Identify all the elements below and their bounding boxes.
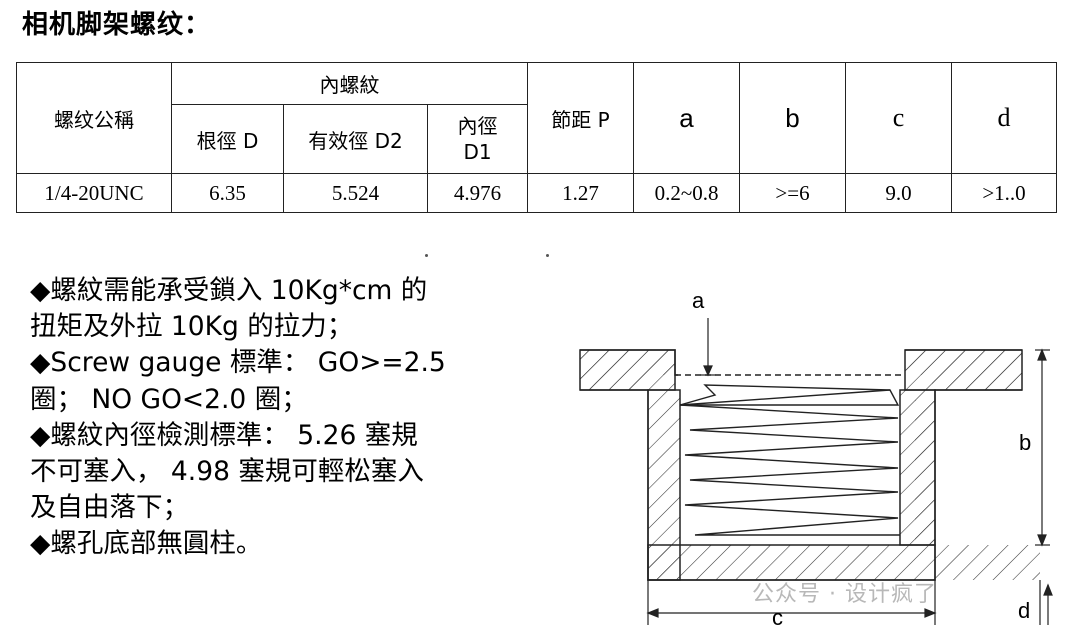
note-line: ◆Screw gauge 標準： GO>=2.5 [30,347,446,379]
header-inner-dia-line1: 內徑 [457,114,498,138]
cell-inner-dia: 4.976 [426,173,529,213]
section-body [579,349,1040,581]
header-a: a [633,62,741,174]
note-line: 不可塞入， 4.98 塞規可輕松塞入 [30,456,424,488]
header-pitch: 節距 P [527,62,635,174]
note-line: ◆螺紋內徑檢測標準： 5.26 塞規 [30,419,418,451]
cell-thread-name: 1/4-20UNC [16,173,172,213]
header-thread-name: 螺纹公稱 [16,62,172,174]
note-line: ◆螺紋需能承受鎖入 10Kg*cm 的 [30,275,428,306]
thread-profile [679,384,900,536]
header-c: c [845,62,953,174]
note-line: 扭矩及外拉 10Kg 的拉力； [30,311,354,343]
thread-spec-table: 螺纹公稱 內螺紋 節距 P a b c d 根徑 D 有效徑 D2 內徑 D1 … [16,62,1058,213]
header-root-dia: 根徑 D [171,104,284,174]
note-line: 及自由落下； [30,492,189,524]
label-d: d [1018,598,1030,623]
cell-root-dia: 6.35 [171,173,284,213]
cell-b: >=6 [739,173,847,213]
cell-pitch: 1.27 [527,173,635,213]
header-internal-thread: 內螺紋 [170,62,529,105]
dimension-lines [646,318,1053,625]
note-line: ◆螺孔底部無圓柱。 [30,528,263,560]
page-title: 相机脚架螺纹： [22,10,212,40]
cell-a: 0.2~0.8 [633,173,741,213]
cell-effective-dia: 5.524 [283,173,428,213]
label-b: b [1019,430,1031,455]
cell-c: 9.0 [845,173,953,213]
thread-hole-diagram: a b c d [579,288,1053,630]
header-inner-dia-line2: D1 [463,140,492,164]
watermark: 公众号 · 设计疯了 [752,582,937,607]
requirements-notes: ◆螺紋需能承受鎖入 10Kg*cm 的 扭矩及外拉 10Kg 的拉力； ◆Scr… [30,273,446,563]
stray-dot [425,254,428,257]
label-a: a [692,288,705,313]
label-c: c [772,605,783,630]
header-effective-dia: 有效徑 D2 [283,104,428,174]
header-d: d [951,62,1058,174]
stray-dot [546,254,549,257]
header-inner-dia: 內徑 D1 [426,104,529,174]
cell-d: >1..0 [951,173,1058,213]
header-b: b [739,62,847,174]
note-line: 圈； NO GO<2.0 圈； [30,383,308,415]
